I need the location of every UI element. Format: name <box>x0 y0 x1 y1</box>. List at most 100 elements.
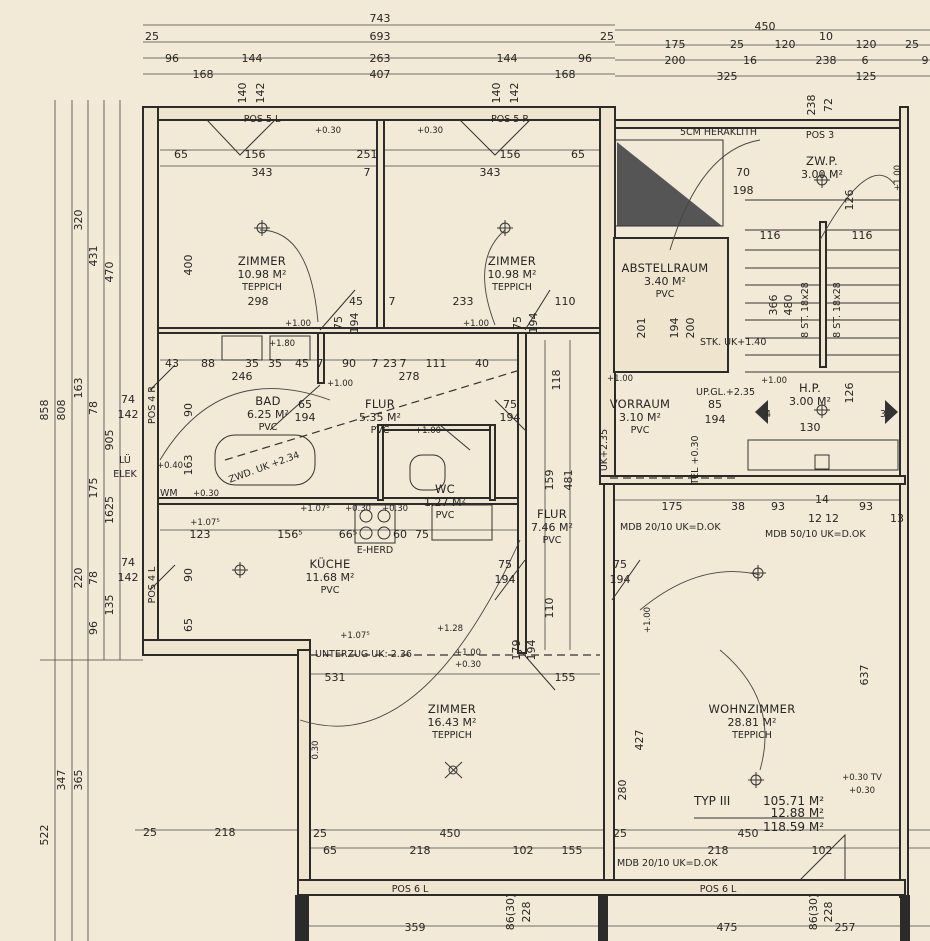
room-floor: TEPPICH <box>491 282 532 293</box>
wall-light-icon <box>444 761 463 779</box>
heraklith-hatch <box>617 142 722 226</box>
dimension-label: 7 <box>364 166 371 179</box>
dimension-label: 25 <box>145 30 159 43</box>
dimension-label: 126 <box>843 383 856 404</box>
elevation-label: +0.30 <box>315 126 341 136</box>
dimension-label: 400 <box>182 255 195 276</box>
dimension-label: 238 <box>816 54 837 67</box>
dimension-label: 179 <box>510 640 523 661</box>
kitchen-sink <box>431 504 493 541</box>
dimension-label: 75 <box>503 398 517 411</box>
dimension-label: 123 <box>190 528 211 541</box>
elevation-label: +0.30 <box>455 660 481 670</box>
room-name: FLUR <box>537 507 567 521</box>
ceiling-light-icon <box>814 172 830 188</box>
dimension-label: 450 <box>738 827 759 840</box>
elevation-label: +1.00 <box>607 374 633 384</box>
room-name: WC <box>435 482 455 496</box>
annotation: MDB 20/10 UK=D.OK <box>617 858 718 869</box>
dimension-label: 280 <box>616 780 629 801</box>
dimension-label: 475 <box>717 921 738 934</box>
dimension-label: 12 <box>825 512 839 525</box>
dimension-label: 23 <box>383 357 397 370</box>
dimension-label: 278 <box>399 370 420 383</box>
room-name: ZW.P. <box>806 154 838 168</box>
dimension-label: 343 <box>480 166 501 179</box>
dimension-label: 140 <box>236 83 249 104</box>
elevation-label: +1.07⁵ <box>340 631 369 641</box>
dimension-label: 75 <box>415 528 429 541</box>
ceiling-light-icon <box>750 565 766 581</box>
room-name: ABSTELLRAUM <box>622 261 709 275</box>
dimension-label: 111 <box>426 357 447 370</box>
room-area: 3.00 M² <box>801 168 843 181</box>
dimension-label: 228 <box>520 902 533 923</box>
elevation-label: +1.00 <box>285 319 311 329</box>
annotation: ZWD. UK +2.34 <box>227 450 301 486</box>
room-floor: PVC <box>656 289 675 300</box>
elevation-label: +0.30 <box>345 504 371 514</box>
dimension-label: 74 <box>121 393 135 406</box>
dimension-label: 65 <box>571 148 585 161</box>
dimension-label: 12 <box>808 512 822 525</box>
dimension-label: 194 <box>525 640 538 661</box>
dimension-label: 120 <box>856 38 877 51</box>
dimension-label: 40 <box>475 357 489 370</box>
dimension-label: 90 <box>182 403 195 417</box>
dimension-label: 93 <box>771 500 785 513</box>
dimension-label: 1625 <box>103 496 116 524</box>
dimension-label: 693 <box>370 30 391 43</box>
dimension-label: 808 <box>55 400 68 421</box>
dimension-label: 88 <box>201 357 215 370</box>
dimension-label: 218 <box>215 826 236 839</box>
dimension-label: 155 <box>562 844 583 857</box>
dimension-label: 78 <box>87 401 100 415</box>
ceiling-light-icon <box>232 562 248 578</box>
dimension-label: 637 <box>858 665 871 686</box>
room-area: 3.10 M² <box>619 411 661 424</box>
room-floor: PVC <box>259 422 278 433</box>
room-area: 28.81 M² <box>728 716 777 729</box>
dimension-label: 743 <box>370 12 391 25</box>
dimension-label: 25 <box>905 38 919 51</box>
room-name: BAD <box>255 394 281 408</box>
dimension-label: 116 <box>852 229 873 242</box>
bathtub <box>214 434 316 486</box>
annotation: POS 4 R <box>147 386 158 424</box>
dimension-label: 65 <box>323 844 337 857</box>
dimension-label: 38 <box>731 500 745 513</box>
walls <box>142 106 910 941</box>
room-area: 3.40 M² <box>644 275 686 288</box>
dimension-label: 35 <box>268 357 282 370</box>
dimension-label: 85 <box>708 398 722 411</box>
room-floor: TEPPICH <box>731 730 772 741</box>
dimension-label: 93 <box>859 500 873 513</box>
dimension-label: 220 <box>72 568 85 589</box>
annotation: POS 5 R <box>491 114 529 125</box>
ceiling-light-icon <box>814 402 830 418</box>
dimension-label: 366 <box>767 295 780 316</box>
fixtures <box>214 139 900 544</box>
dimension-label: 66⁵ <box>339 528 357 541</box>
dimension-label: 263 <box>370 52 391 65</box>
ceiling-light-icon <box>254 220 270 236</box>
stairs <box>745 199 900 373</box>
dimension-label: 86(30) <box>504 894 517 931</box>
additional-area: 12.88 M² <box>771 806 825 820</box>
dimension-label: 60 <box>393 528 407 541</box>
dimension-label: 25 <box>600 30 614 43</box>
dimension-label: 347 <box>55 770 68 791</box>
annotation: 4 <box>765 409 771 420</box>
elevation-label: +1.00 <box>463 319 489 329</box>
dimension-label: 43 <box>165 357 179 370</box>
annotation: MDB 50/10 UK=D.OK <box>765 529 866 540</box>
dimension-label: 218 <box>410 844 431 857</box>
dimension-label: 78 <box>87 571 100 585</box>
dimension-label: 156⁵ <box>277 528 302 541</box>
dimension-label: 70 <box>736 166 750 179</box>
dimension-label: 175 <box>665 38 686 51</box>
dimension-label: 175 <box>662 500 683 513</box>
dimension-label: 522 <box>38 825 51 846</box>
elevation-label: 0.30 <box>311 741 321 760</box>
